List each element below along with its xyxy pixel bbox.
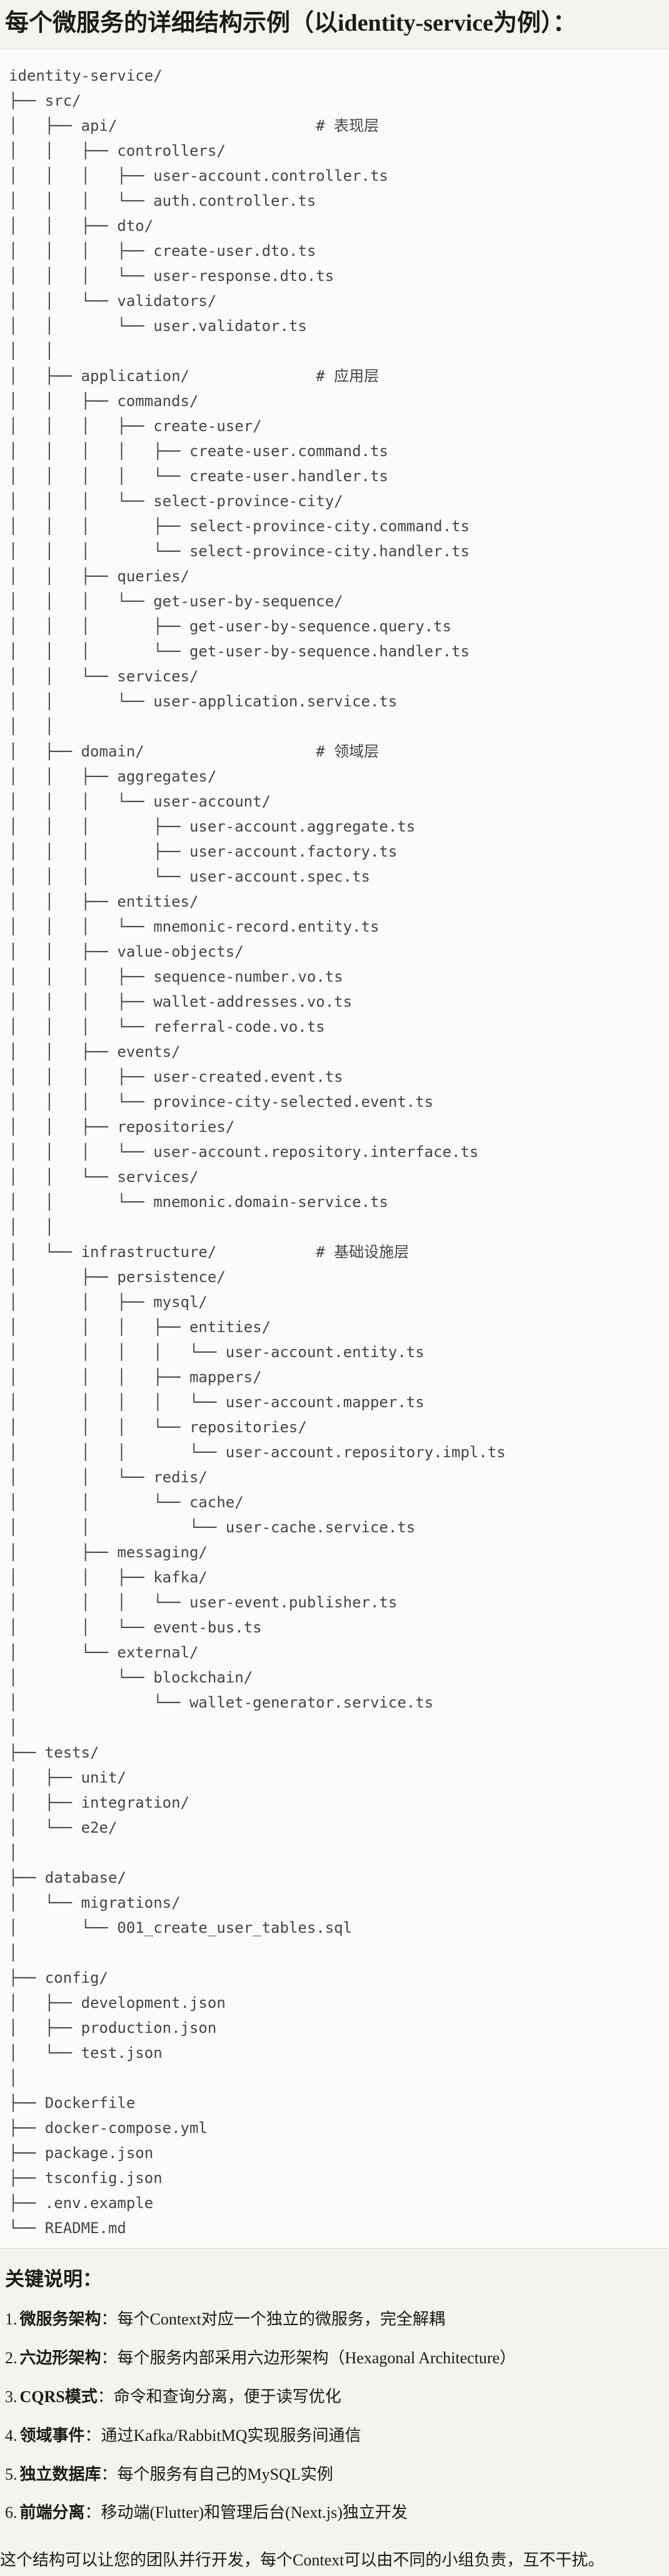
list-item-number: 2. — [5, 2349, 18, 2368]
notes-section: 关键说明： 1.微服务架构：每个Context对应一个独立的微服务，完全解耦 2… — [0, 2268, 669, 2571]
list-item-number: 6. — [5, 2503, 18, 2522]
list-item-label: 独立数据库 — [19, 2465, 101, 2483]
list-item-number: 1. — [5, 2310, 18, 2329]
list-item-label: CQRS模式 — [19, 2388, 98, 2406]
list-item-number: 3. — [5, 2388, 18, 2406]
list-item: 2.六边形架构：每个服务内部采用六边形架构（Hexagonal Architec… — [5, 2348, 664, 2369]
list-item-number: 5. — [5, 2465, 18, 2483]
list-item-text: ：命令和查询分离，便于读写优化 — [97, 2388, 341, 2406]
code-block: identity-service/ ├── src/ │ ├── api/ # … — [0, 48, 669, 2249]
list-item-text: ：每个服务内部采用六边形架构（Hexagonal Architecture） — [101, 2349, 516, 2368]
list-item-text: ：每个服务有自己的MySQL实例 — [101, 2465, 333, 2483]
closing-paragraph: 这个结构可以让您的团队并行开发，每个Context可以由不同的小组负责，互不干扰… — [0, 2551, 605, 2570]
list-item: 1.微服务架构：每个Context对应一个独立的微服务，完全解耦 — [5, 2309, 664, 2330]
list-item-label: 微服务架构 — [19, 2310, 101, 2329]
page-title: 每个微服务的详细结构示例（以identity-service为例）： — [5, 10, 577, 36]
list-item-text: ：每个Context对应一个独立的微服务，完全解耦 — [101, 2310, 445, 2329]
list-item: 6.前端分离：移动端(Flutter)和管理后台(Next.js)独立开发 — [5, 2502, 664, 2523]
list-item-label: 六边形架构 — [19, 2349, 101, 2368]
list-item-label: 领域事件 — [19, 2426, 85, 2445]
list-item-text: ：移动端(Flutter)和管理后台(Next.js)独立开发 — [84, 2503, 408, 2522]
list-item-label: 前端分离 — [19, 2503, 85, 2522]
list-item-number: 4. — [5, 2426, 18, 2445]
list-item: 3.CQRS模式：命令和查询分离，便于读写优化 — [5, 2386, 664, 2408]
list-item: 5.独立数据库：每个服务有自己的MySQL实例 — [5, 2464, 664, 2485]
notes-heading: 关键说明： — [5, 2268, 102, 2290]
list-item-text: ：通过Kafka/RabbitMQ实现服务间通信 — [84, 2426, 361, 2445]
list-item: 4.领域事件：通过Kafka/RabbitMQ实现服务间通信 — [5, 2425, 664, 2446]
directory-tree: identity-service/ ├── src/ │ ├── api/ # … — [9, 66, 506, 2237]
